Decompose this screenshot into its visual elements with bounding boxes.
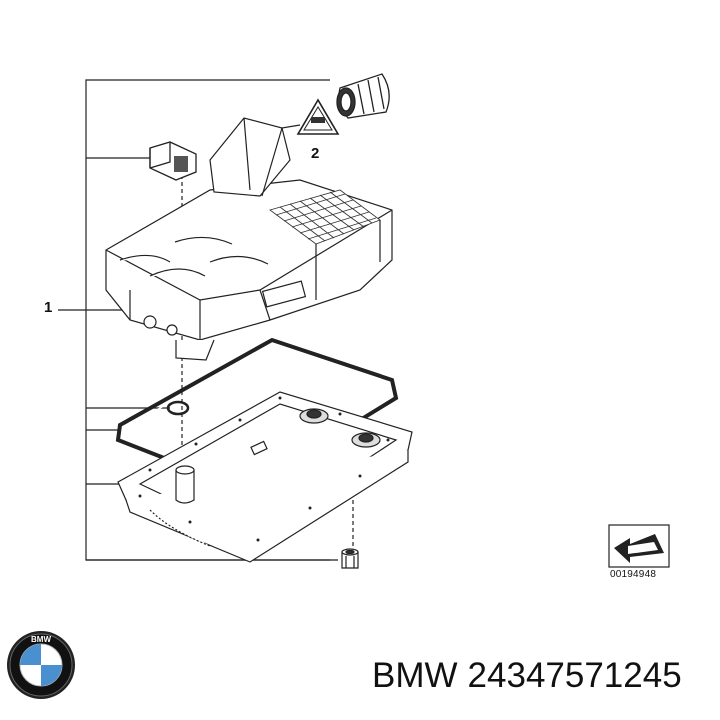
callout-number-1: 1 bbox=[44, 299, 53, 316]
drain-plug bbox=[341, 548, 359, 569]
part-number: 24347571245 bbox=[467, 656, 682, 695]
retaining-clip bbox=[149, 141, 197, 181]
oil-pan bbox=[117, 391, 413, 563]
brand-name: BMW bbox=[372, 656, 458, 695]
catalog-number: 00194948 bbox=[610, 569, 657, 580]
warning-triangle-icon bbox=[296, 98, 340, 135]
connector-plug bbox=[336, 73, 390, 119]
callout-number-2: 2 bbox=[311, 145, 320, 162]
o-ring bbox=[166, 400, 190, 416]
direction-arrow-icon bbox=[608, 524, 670, 568]
valve-body bbox=[105, 117, 393, 361]
svg-text:BMW: BMW bbox=[31, 635, 51, 644]
bmw-roundel-logo: BMW bbox=[7, 631, 75, 699]
pan-gasket bbox=[115, 337, 399, 493]
